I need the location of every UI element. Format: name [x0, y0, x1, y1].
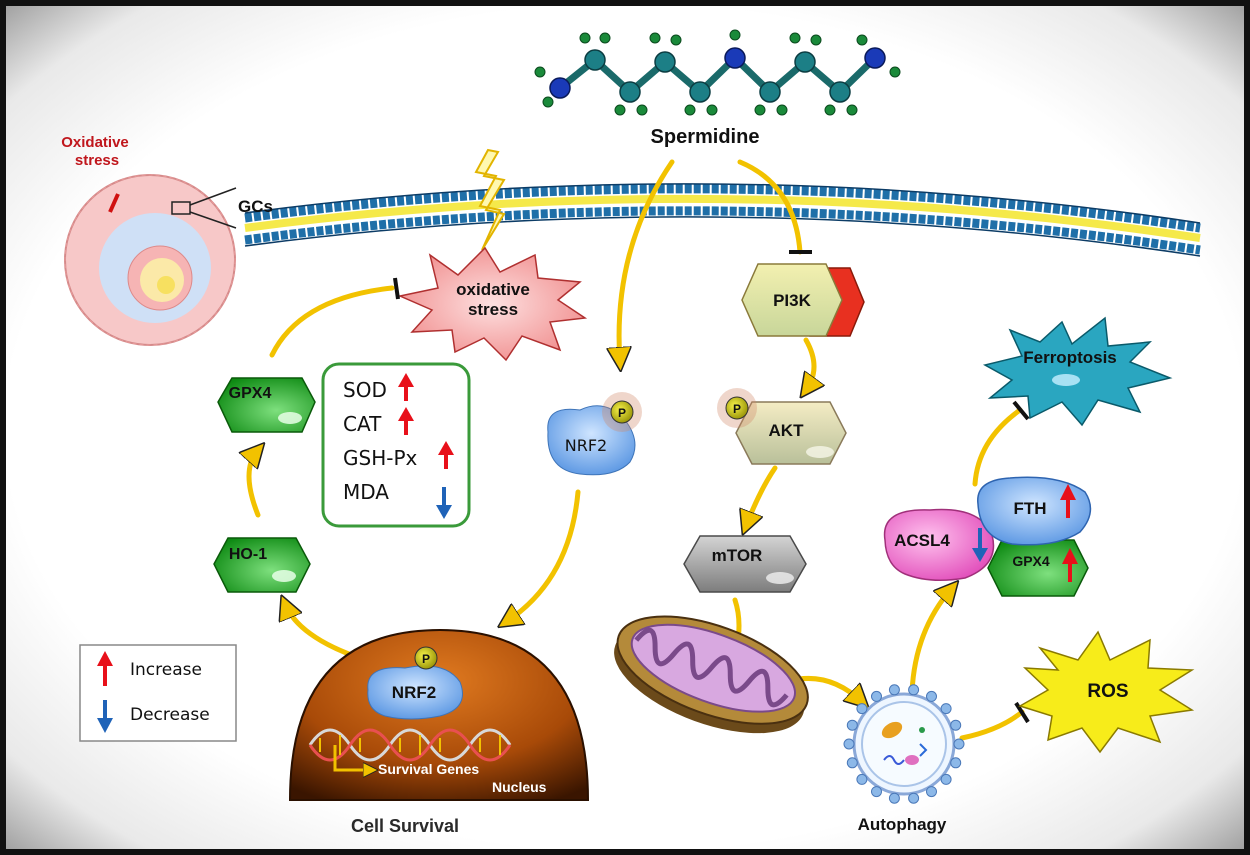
- vesicle-membrane-dot: [908, 684, 920, 696]
- marker-up-arrow-icon: [398, 373, 414, 401]
- vesicle-membrane-dot: [926, 786, 937, 798]
- follicle-stress-label-2: stress: [75, 152, 119, 169]
- follicle-icon: [64, 174, 237, 346]
- nrf2-nucleus-label: NRF2: [392, 683, 436, 702]
- vesicle-membrane-dot: [940, 703, 952, 715]
- follicle-stress-label-1: Oxidative: [61, 134, 129, 151]
- gpx4-left-label: GPX4: [229, 385, 272, 402]
- vesicle-membrane-dot: [926, 690, 937, 702]
- gpx4-right-protein-icon: [987, 539, 1089, 597]
- nrf2-nucleus-phospho-label: P: [422, 652, 430, 666]
- nrf2-cyto-protein-icon: [547, 405, 636, 476]
- lightning-icon: [474, 148, 506, 251]
- acsl4-protein-icon: [883, 508, 995, 581]
- akt-label: AKT: [769, 421, 805, 440]
- pi3k-label: PI3K: [773, 291, 812, 310]
- spermidine-molecule-icon: [534, 29, 901, 116]
- vesicle-membrane-dot: [953, 738, 965, 750]
- vesicle-membrane-dot: [871, 690, 882, 702]
- vesicle-membrane-dot: [856, 773, 868, 785]
- ho1-label: HO-1: [229, 546, 267, 563]
- mtor-label: mTOR: [712, 546, 763, 565]
- legend-increase-label: Increase: [130, 660, 202, 680]
- marker-down-arrow-icon: [436, 487, 452, 519]
- phospho-label: P: [618, 406, 626, 420]
- nrf2-nucleus-protein-icon: [367, 665, 463, 720]
- gcs-label: GCs: [238, 197, 273, 216]
- marker-label-sod: SOD: [343, 378, 387, 402]
- survival-genes-label: Survival Genes: [378, 761, 479, 777]
- vesicle-membrane-dot: [950, 719, 962, 731]
- legend-up-arrow-icon: [97, 651, 113, 686]
- legend: Increase Decrease: [79, 644, 237, 742]
- legend-down-arrow-icon: [97, 700, 113, 733]
- gene-arrow-icon: [333, 745, 372, 770]
- nucleus-label: Nucleus: [492, 779, 547, 795]
- oxidative-stress-label-1: oxidative: [456, 280, 530, 299]
- akt-phospho-icon: [725, 396, 749, 420]
- spermidine-label: Spermidine: [651, 126, 760, 148]
- gpx4-right-up-arrow-icon: [1062, 548, 1078, 582]
- akt-phospho-label: P: [733, 402, 741, 416]
- acsl4-down-arrow-icon: [972, 528, 988, 562]
- phospho-icon: [610, 400, 634, 424]
- vesicle-membrane-dot: [871, 786, 882, 798]
- nrf2-cyto-label: NRF2: [565, 436, 607, 455]
- vesicle-membrane-dot: [908, 792, 920, 804]
- nrf2-nucleus-phospho-icon: [414, 646, 438, 670]
- gpx4-right-label: GPX4: [1012, 553, 1050, 569]
- vesicle-membrane-dot: [846, 719, 858, 731]
- autophagy-label: Autophagy: [858, 815, 947, 834]
- mitochondrion-icon: [614, 615, 809, 734]
- acsl4-label: ACSL4: [894, 531, 950, 550]
- inhibition-bars: [393, 250, 1030, 724]
- vesicle-membrane-dot: [843, 738, 855, 750]
- cell-membrane: [244, 183, 1201, 257]
- legend-decrease-label: Decrease: [130, 705, 210, 725]
- oxidative-stress-burst-icon: [397, 246, 588, 362]
- vesicle-membrane-dot: [856, 703, 868, 715]
- pi3k-protein-icon: [741, 263, 843, 337]
- vesicle-membrane-dot: [846, 757, 858, 769]
- marker-up-arrow-icon: [438, 441, 454, 469]
- marker-label-mda: MDA: [343, 480, 389, 504]
- fth-up-arrow-icon: [1060, 484, 1076, 518]
- marker-label-cat: CAT: [343, 412, 382, 436]
- ros-label: ROS: [1087, 681, 1128, 702]
- ros-burst-icon: [1018, 630, 1195, 754]
- vesicle-membrane-dot: [950, 757, 962, 769]
- ferroptosis-label: Ferroptosis: [1023, 348, 1117, 367]
- ferroptosis-burst-icon: [982, 316, 1173, 427]
- marker-label-gsh-px: GSH-Px: [343, 446, 418, 470]
- marker-up-arrow-icon: [398, 407, 414, 435]
- vesicle-membrane-dot: [888, 792, 900, 804]
- vesicle-membrane-dot: [940, 773, 952, 785]
- cell-survival-label: Cell Survival: [351, 816, 459, 836]
- vesicle-membrane-dot: [888, 684, 900, 696]
- marker-box: [321, 362, 471, 528]
- fth-label: FTH: [1013, 499, 1046, 518]
- fth-protein-icon: [977, 476, 1092, 546]
- dna-icon: [308, 728, 512, 762]
- autophagosome-icon: [843, 684, 965, 804]
- oxidative-stress-label-2: stress: [468, 300, 518, 319]
